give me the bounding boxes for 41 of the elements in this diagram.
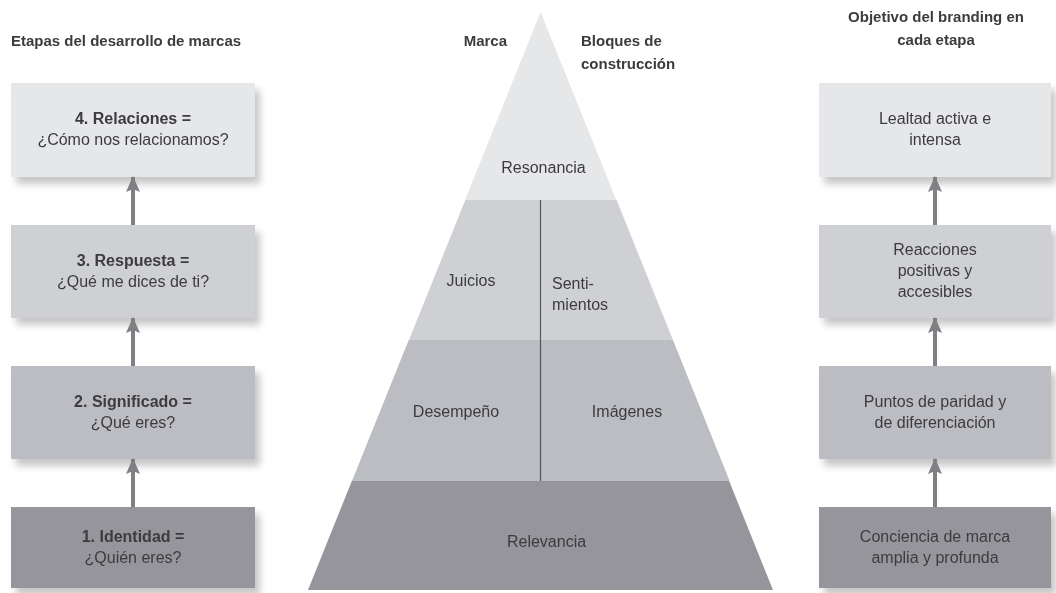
block-text: ¿Cómo nos relacionamos?: [37, 130, 229, 150]
pyramid-block: [408, 200, 541, 340]
block-text: ¿Quién eres?: [84, 547, 182, 568]
pyramid-block: [351, 340, 541, 481]
block-text: Reacciones positivas y accesibles: [892, 240, 978, 302]
stage-box: [11, 83, 255, 177]
pyramid-block: [540, 200, 673, 340]
arrow: [928, 317, 942, 366]
stage-box: [819, 225, 1051, 318]
arrow: [928, 176, 942, 225]
stage-box: [11, 366, 255, 459]
column-heading: Bloques de construcción: [581, 31, 677, 74]
block-text: Desempeño: [412, 401, 500, 422]
column-heading: Marca: [462, 31, 507, 51]
block-text: Relevancia: [506, 531, 587, 552]
arrow: [126, 458, 140, 507]
block-text: 1. Identidad =: [81, 526, 185, 547]
stage-box: [819, 83, 1051, 177]
block-text: ¿Qué me dices de ti?: [56, 271, 210, 292]
block-text: 3. Respuesta =: [76, 250, 190, 271]
block-text: Juicios: [446, 270, 496, 291]
stage-box: [11, 507, 255, 588]
block-text: Conciencia de marca amplia y profunda: [858, 526, 1012, 568]
pyramid-block: [540, 340, 730, 481]
pyramid-block: [308, 481, 773, 590]
arrow: [928, 458, 942, 507]
block-text: Resonancia: [501, 157, 586, 178]
column-heading: Etapas del desarrollo de marcas: [11, 31, 242, 51]
block-text: Senti- mientos: [552, 274, 610, 315]
stage-box: [11, 225, 255, 318]
column-heading: Objetivo del branding en cada etapa: [847, 7, 1025, 50]
arrow: [126, 176, 140, 225]
block-text: ¿Qué eres?: [90, 412, 176, 433]
block-text: Puntos de paridad y de diferenciación: [862, 391, 1008, 433]
stage-box: [819, 366, 1051, 459]
block-text: 4. Relaciones =: [74, 109, 192, 130]
arrow: [126, 317, 140, 366]
stage-box: [819, 507, 1051, 588]
block-text: Imágenes: [591, 401, 663, 422]
block-text: 2. Significado =: [74, 391, 192, 412]
block-text: Lealtad activa e intensa: [877, 109, 993, 150]
